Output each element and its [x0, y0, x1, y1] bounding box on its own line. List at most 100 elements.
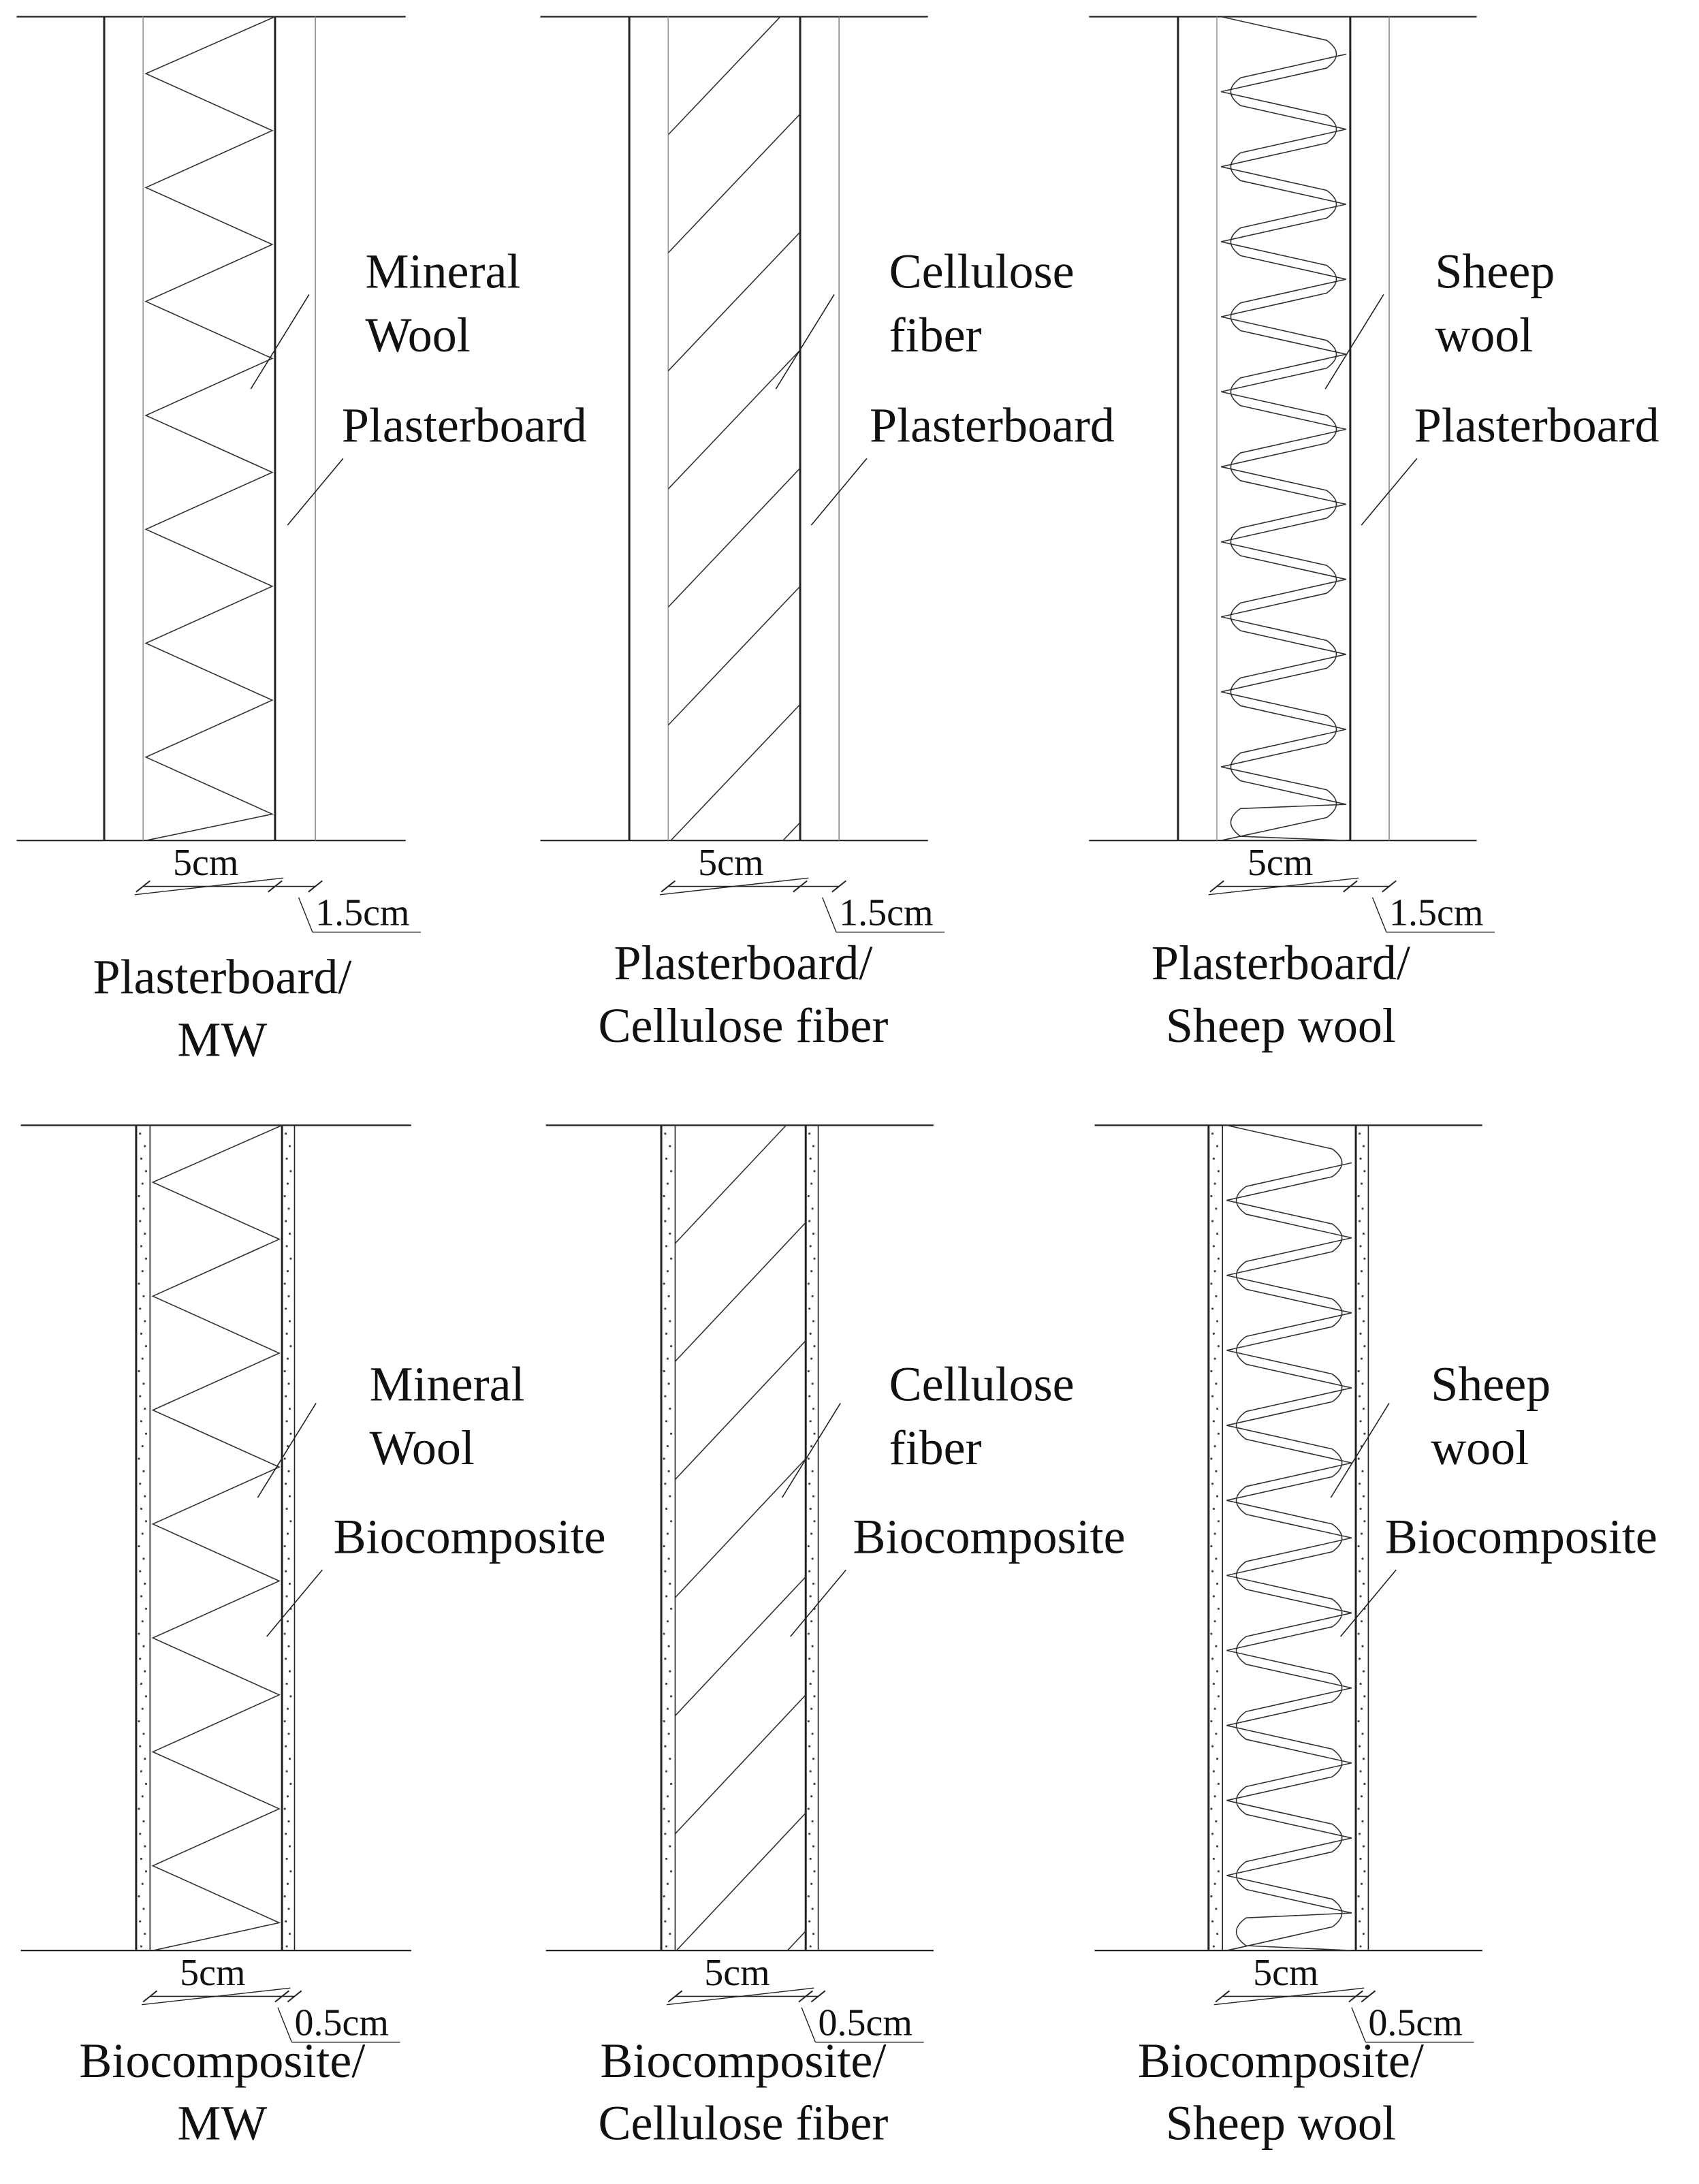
- caption-line-1: Plasterboard/: [614, 936, 872, 990]
- speckle: [144, 1432, 148, 1435]
- speckle: [286, 1795, 289, 1798]
- speckle: [140, 1157, 143, 1160]
- speckle: [285, 1483, 287, 1485]
- speckle: [665, 1507, 668, 1510]
- speckle: [1360, 1270, 1363, 1273]
- speckle: [1363, 1695, 1366, 1698]
- speckle: [812, 1495, 815, 1498]
- speckle: [286, 1707, 289, 1710]
- speckle: [1357, 1895, 1360, 1898]
- speckle: [287, 1820, 290, 1823]
- speckle: [140, 1507, 143, 1510]
- speckle: [287, 1557, 290, 1560]
- wool-loop: [1230, 729, 1346, 805]
- wool-loop: [1235, 1687, 1352, 1764]
- wool-loop: [1235, 1912, 1352, 1951]
- speckle: [285, 1332, 288, 1335]
- speckle: [1211, 1570, 1214, 1572]
- speckle: [808, 1658, 811, 1660]
- speckle: [289, 1345, 292, 1348]
- speckle: [283, 1282, 286, 1285]
- caption-line-1: Biocomposite/: [600, 2033, 886, 2088]
- dim-insulation-label: 5cm: [180, 1952, 245, 1994]
- speckle: [1357, 1282, 1360, 1285]
- speckle: [288, 1933, 291, 1935]
- speckle: [1359, 1332, 1362, 1335]
- wall-panel-plasterboard-mw: MineralWoolPlasterboard5cm1.5cmPlasterbo…: [16, 16, 587, 1066]
- insulation-label-line-1: Cellulose: [889, 1357, 1075, 1411]
- speckle: [665, 1157, 668, 1160]
- wool-loop: [1220, 241, 1337, 317]
- speckle: [140, 1332, 143, 1335]
- speckle: [283, 1895, 286, 1898]
- board-label: Plasterboard: [870, 398, 1115, 453]
- zigzag-line: [151, 1124, 283, 1951]
- speckle: [813, 1170, 816, 1173]
- board-dim-leader: [822, 897, 837, 933]
- wool-loop: [1230, 279, 1346, 355]
- speckle: [666, 1795, 669, 1798]
- speckle: [1362, 1758, 1365, 1760]
- zigzag-line: [144, 16, 276, 841]
- board-label: Biocomposite: [853, 1510, 1126, 1564]
- speckle: [1216, 1670, 1219, 1673]
- speckle: [808, 1745, 811, 1747]
- speckle: [288, 1407, 291, 1410]
- hatch-line: [675, 1576, 806, 1716]
- speckle: [285, 1770, 288, 1773]
- wool-loop: [1235, 1612, 1352, 1689]
- dim-board-label: 0.5cm: [1368, 2002, 1462, 2044]
- speckle: [1210, 1282, 1213, 1285]
- speckle: [1363, 1520, 1366, 1523]
- wool-loop: [1230, 128, 1346, 205]
- hatch-group: [675, 1125, 806, 1951]
- wool-loop: [1235, 1462, 1352, 1539]
- speckle: [665, 1332, 668, 1335]
- wool-loop: [1235, 1762, 1352, 1839]
- speckle: [285, 1682, 288, 1686]
- speckle: [664, 1133, 667, 1135]
- speckle: [1211, 1308, 1214, 1310]
- speckle: [1212, 1332, 1215, 1335]
- speckle: [1211, 1658, 1214, 1660]
- speckle: [667, 1557, 670, 1560]
- wool-loop: [1230, 654, 1346, 730]
- speckle: [139, 1658, 142, 1660]
- speckle: [1360, 1182, 1363, 1185]
- speckle: [285, 1857, 288, 1861]
- speckle: [289, 1520, 292, 1523]
- dim-board-label: 0.5cm: [294, 2002, 388, 2044]
- speckle: [1213, 1882, 1216, 1885]
- wool-loop: [1230, 53, 1346, 130]
- speckle: [666, 1357, 669, 1360]
- dim-board-label: 1.5cm: [839, 892, 933, 934]
- speckle: [1211, 1220, 1214, 1222]
- speckle: [664, 1220, 667, 1222]
- speckle: [812, 1232, 815, 1235]
- speckle: [812, 1407, 815, 1410]
- speckle: [289, 1257, 292, 1260]
- speckle: [144, 1495, 146, 1498]
- speckle: [813, 1695, 816, 1698]
- speckle: [670, 1432, 673, 1435]
- speckle: [1357, 1194, 1360, 1198]
- speckle: [667, 1820, 670, 1823]
- speckle: [1216, 1583, 1219, 1585]
- speckle: [1359, 1507, 1362, 1510]
- speckle: [285, 1507, 288, 1510]
- insulation-label-line-2: wool: [1431, 1421, 1529, 1475]
- speckle: [1362, 1407, 1365, 1410]
- speckle: [139, 1395, 142, 1397]
- speckle: [664, 1658, 667, 1660]
- dim-board-label: 0.5cm: [819, 2002, 912, 2044]
- speckle: [138, 1194, 140, 1198]
- speckle: [1212, 1420, 1215, 1423]
- speckle: [807, 1194, 810, 1198]
- speckle: [1358, 1745, 1361, 1747]
- dim-tick-left: [142, 1990, 158, 2003]
- speckle: [1211, 1745, 1214, 1747]
- speckle: [811, 1470, 814, 1472]
- speckle: [808, 1483, 811, 1485]
- speckle: [141, 1270, 144, 1273]
- wool-loop: [1230, 503, 1346, 580]
